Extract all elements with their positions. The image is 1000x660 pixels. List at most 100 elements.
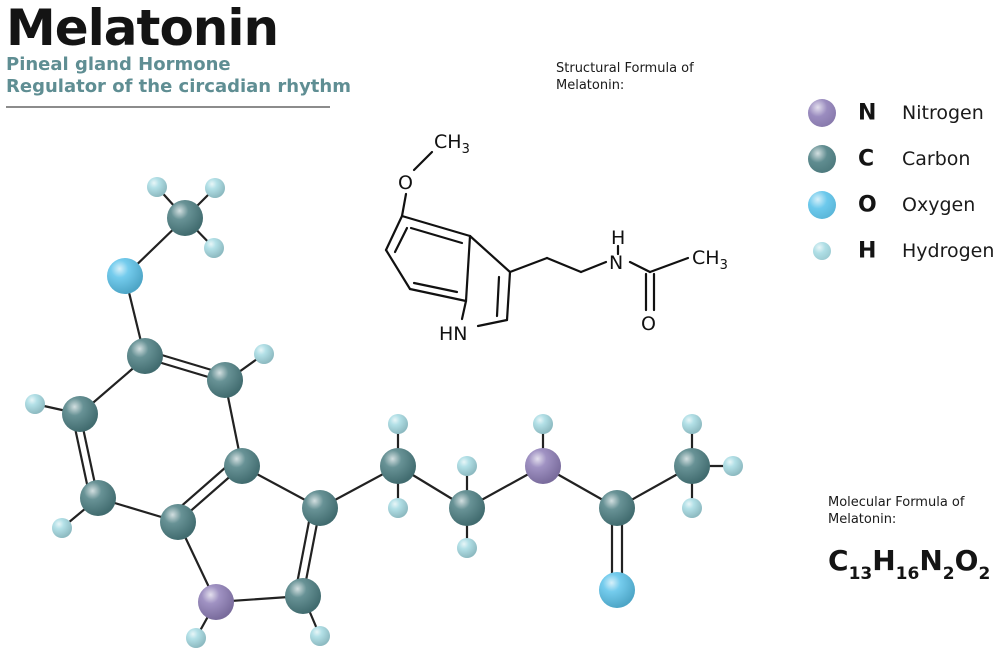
bond-benzene-double-3	[393, 226, 409, 254]
legend-name-oxygen: Oxygen	[902, 194, 976, 216]
formula-n: N	[919, 544, 943, 577]
label-ch3-top: CH3	[434, 131, 470, 157]
atom-highlight	[388, 414, 408, 434]
formula-n-count: 2	[942, 564, 955, 584]
label-oxygen-carbonyl: O	[641, 313, 656, 335]
legend-symbol-o: O	[858, 192, 877, 218]
bond-pyrrole-1	[468, 234, 512, 274]
formula-o-count: 2	[978, 564, 991, 584]
bond-chain-1	[508, 256, 549, 274]
atom-highlight	[674, 448, 710, 484]
bond-benzene-5	[384, 214, 404, 252]
atom-highlight	[723, 456, 743, 476]
atom-highlight	[62, 396, 98, 432]
bond-carbonyl-ch3	[648, 256, 690, 274]
atom-highlight	[682, 498, 702, 518]
oxygen-swatch	[808, 191, 836, 219]
label-oxygen-top: O	[398, 172, 413, 194]
legend-name-nitrogen: Nitrogen	[902, 102, 984, 124]
bond-benzene-4	[384, 248, 412, 291]
atom-highlight	[254, 344, 274, 364]
bond-pyrrole-2	[505, 270, 512, 322]
formula-h-count: 16	[895, 564, 920, 584]
bond-benzene-2	[464, 234, 472, 303]
atom-highlight	[533, 414, 553, 434]
subtitle-pineal: Pineal gland Hormone	[6, 54, 231, 75]
legend-row-carbon: C Carbon	[806, 136, 996, 182]
molecular-caption-line2: Melatonin:	[828, 512, 897, 527]
atom-highlight	[205, 178, 225, 198]
bond-chain-3	[579, 260, 608, 274]
model-atoms	[25, 177, 743, 648]
molecular-caption-line1: Molecular Formula of	[828, 495, 965, 510]
atom-highlight	[107, 258, 143, 294]
structural-caption: Structural Formula of Melatonin:	[556, 60, 694, 94]
structural-caption-line2: Melatonin:	[556, 78, 625, 93]
atom-highlight	[52, 518, 72, 538]
header-divider	[6, 106, 330, 108]
skeletal-bonds	[384, 150, 690, 328]
subtitle-circadian: Regulator of the circadian rhythm	[6, 76, 351, 97]
label-ch3-right: CH3	[692, 247, 728, 273]
carbon-swatch	[808, 145, 836, 173]
bond-o-ring	[400, 192, 408, 218]
bond-pyrrole-double	[495, 275, 501, 318]
hydrogen-swatch	[813, 242, 831, 260]
atom-highlight	[80, 480, 116, 516]
formula-c-count: 13	[848, 564, 873, 584]
atom-highlight	[380, 448, 416, 484]
molecular-caption: Molecular Formula of Melatonin:	[828, 494, 964, 528]
bond-benzene-1	[400, 214, 472, 238]
formula-o: O	[954, 544, 979, 577]
legend-symbol-n: N	[858, 100, 877, 126]
element-legend: N Nitrogen C Carbon O Oxygen H Hydrogen	[806, 90, 996, 274]
atom-highlight	[599, 490, 635, 526]
atom-highlight	[127, 338, 163, 374]
legend-row-hydrogen: H Hydrogen	[806, 228, 996, 274]
atom-highlight	[285, 578, 321, 614]
page-title: Melatonin	[6, 0, 279, 57]
structural-caption-line1: Structural Formula of	[556, 61, 694, 76]
atom-highlight	[525, 448, 561, 484]
formula-h: H	[872, 544, 896, 577]
legend-symbol-h: H	[858, 238, 877, 264]
atom-highlight	[186, 628, 206, 648]
atom-highlight	[147, 177, 167, 197]
atom-highlight	[388, 498, 408, 518]
bond-pyrrole-3	[476, 318, 509, 328]
bond-chain-2	[545, 256, 583, 274]
bond-benzene-double-2	[412, 281, 459, 294]
atom-highlight	[204, 238, 224, 258]
legend-row-oxygen: O Oxygen	[806, 182, 996, 228]
legend-row-nitrogen: N Nitrogen	[806, 90, 996, 136]
atom-highlight	[310, 626, 330, 646]
atom-highlight	[457, 538, 477, 558]
legend-name-carbon: Carbon	[902, 148, 971, 170]
atom-highlight	[25, 394, 45, 414]
atom-highlight	[224, 448, 260, 484]
legend-symbol-c: C	[858, 146, 875, 172]
atom-highlight	[207, 362, 243, 398]
atom-highlight	[682, 414, 702, 434]
model-bonds	[33, 185, 735, 640]
bond-benzene-3	[408, 287, 468, 303]
bond-n-carbonyl	[628, 260, 652, 274]
nitrogen-swatch	[808, 99, 836, 127]
atom-highlight	[167, 200, 203, 236]
molecular-formula: C13H16N2O2	[828, 544, 990, 584]
label-n-amide: N	[609, 252, 623, 274]
atom-highlight	[599, 572, 635, 608]
atom-highlight	[160, 504, 196, 540]
bond-ch3-o	[412, 150, 434, 172]
atom-highlight	[449, 490, 485, 526]
legend-name-hydrogen: Hydrogen	[902, 240, 995, 262]
atom-highlight	[198, 584, 234, 620]
bond-pyrrole-4	[460, 299, 468, 321]
bond-benzene-double-1	[409, 226, 464, 245]
label-h-amide: H	[611, 227, 625, 249]
atom-highlight	[457, 456, 477, 476]
atom-highlight	[302, 490, 338, 526]
label-nh-ring: HN	[439, 323, 468, 345]
